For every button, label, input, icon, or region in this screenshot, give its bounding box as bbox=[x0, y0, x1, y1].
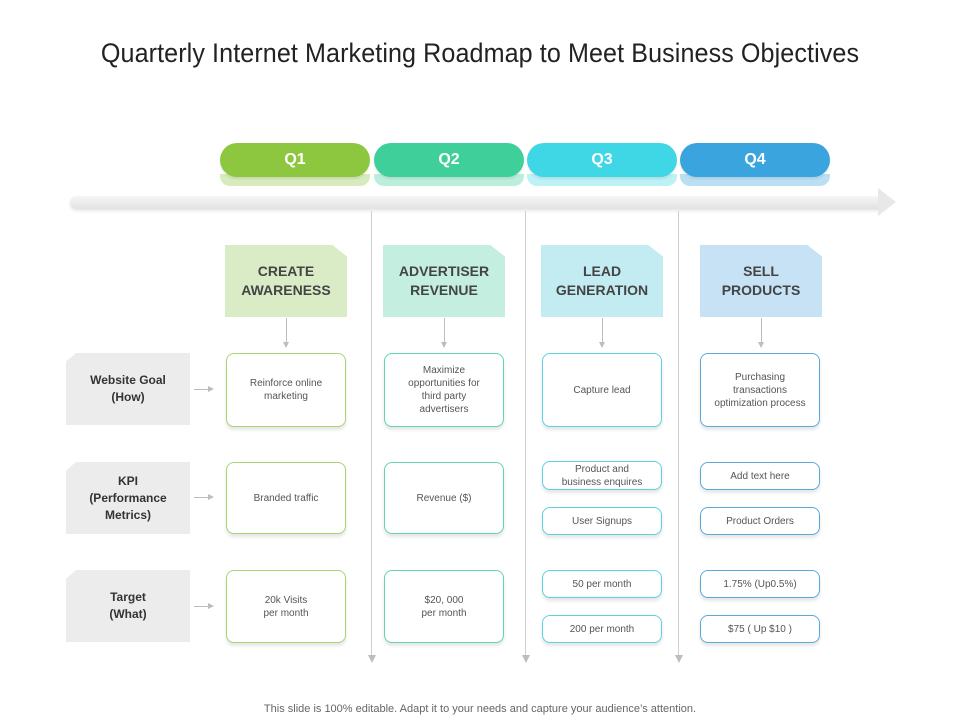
target-card-q2: $20, 000 per month bbox=[384, 570, 504, 643]
separator-line bbox=[678, 211, 679, 661]
objective-q1: CREATE AWARENESS bbox=[225, 245, 347, 317]
target-card-q4-percent: 1.75% (Up0.5%) bbox=[700, 570, 820, 598]
kpi-card-q2: Revenue ($) bbox=[384, 462, 504, 534]
kpi-card-q4-orders: Product Orders bbox=[700, 507, 820, 535]
row-label-target: Target (What) bbox=[66, 570, 190, 642]
kpi-card-q3-enquires: Product and business enquires bbox=[542, 461, 662, 490]
quarter-q2: Q2 bbox=[374, 143, 524, 177]
row-connector bbox=[194, 606, 212, 607]
target-card-q3-monthly-2: 200 per month bbox=[542, 615, 662, 643]
objective-connector bbox=[444, 318, 445, 345]
objective-q3: LEAD GENERATION bbox=[541, 245, 663, 317]
quarter-q3: Q3 bbox=[527, 143, 677, 177]
q3-pill-shadow bbox=[527, 174, 677, 186]
objective-connector bbox=[761, 318, 762, 345]
quarter-q1: Q1 bbox=[220, 143, 370, 177]
objective-connector-head bbox=[758, 342, 764, 348]
objective-connector bbox=[602, 318, 603, 345]
row-connector bbox=[194, 389, 212, 390]
objective-connector-head bbox=[599, 342, 605, 348]
target-card-q3-monthly: 50 per month bbox=[542, 570, 662, 598]
row-label-kpi: KPI (Performance Metrics) bbox=[66, 462, 190, 534]
row-connector-head bbox=[208, 494, 214, 500]
separator-arrow-head bbox=[368, 655, 376, 663]
objective-q4: SELL PRODUCTS bbox=[700, 245, 822, 317]
kpi-card-q1: Branded traffic bbox=[226, 462, 346, 534]
objective-q2: ADVERTISER REVENUE bbox=[383, 245, 505, 317]
target-card-q1: 20k Visits per month bbox=[226, 570, 346, 643]
objective-connector bbox=[286, 318, 287, 345]
objective-connector-head bbox=[283, 342, 289, 348]
q4-pill-shadow bbox=[680, 174, 830, 186]
objective-connector-head bbox=[441, 342, 447, 348]
target-card-q4-price: $75 ( Up $10 ) bbox=[700, 615, 820, 643]
row-connector-head bbox=[208, 603, 214, 609]
separator-arrow-head bbox=[675, 655, 683, 663]
timeline-arrow bbox=[70, 196, 882, 209]
kpi-card-q3-signups: User Signups bbox=[542, 507, 662, 535]
kpi-card-q4-text: Add text here bbox=[700, 462, 820, 490]
page-title: Quarterly Internet Marketing Roadmap to … bbox=[100, 38, 860, 68]
goal-card-q3: Capture lead bbox=[542, 353, 662, 427]
quarter-q4: Q4 bbox=[680, 143, 830, 177]
row-connector bbox=[194, 497, 212, 498]
row-label-website-goal: Website Goal (How) bbox=[66, 353, 190, 425]
q2-pill-shadow bbox=[374, 174, 524, 186]
separator-line bbox=[525, 211, 526, 661]
row-connector-head bbox=[208, 386, 214, 392]
separator-line bbox=[371, 211, 372, 661]
separator-arrow-head bbox=[522, 655, 530, 663]
goal-card-q4: Purchasing transactions optimization pro… bbox=[700, 353, 820, 427]
footer-note: This slide is 100% editable. Adapt it to… bbox=[263, 703, 697, 715]
goal-card-q1: Reinforce online marketing bbox=[226, 353, 346, 427]
goal-card-q2: Maximize opportunities for third party a… bbox=[384, 353, 504, 427]
q1-pill-shadow bbox=[220, 174, 370, 186]
timeline-arrow-head bbox=[878, 188, 896, 216]
